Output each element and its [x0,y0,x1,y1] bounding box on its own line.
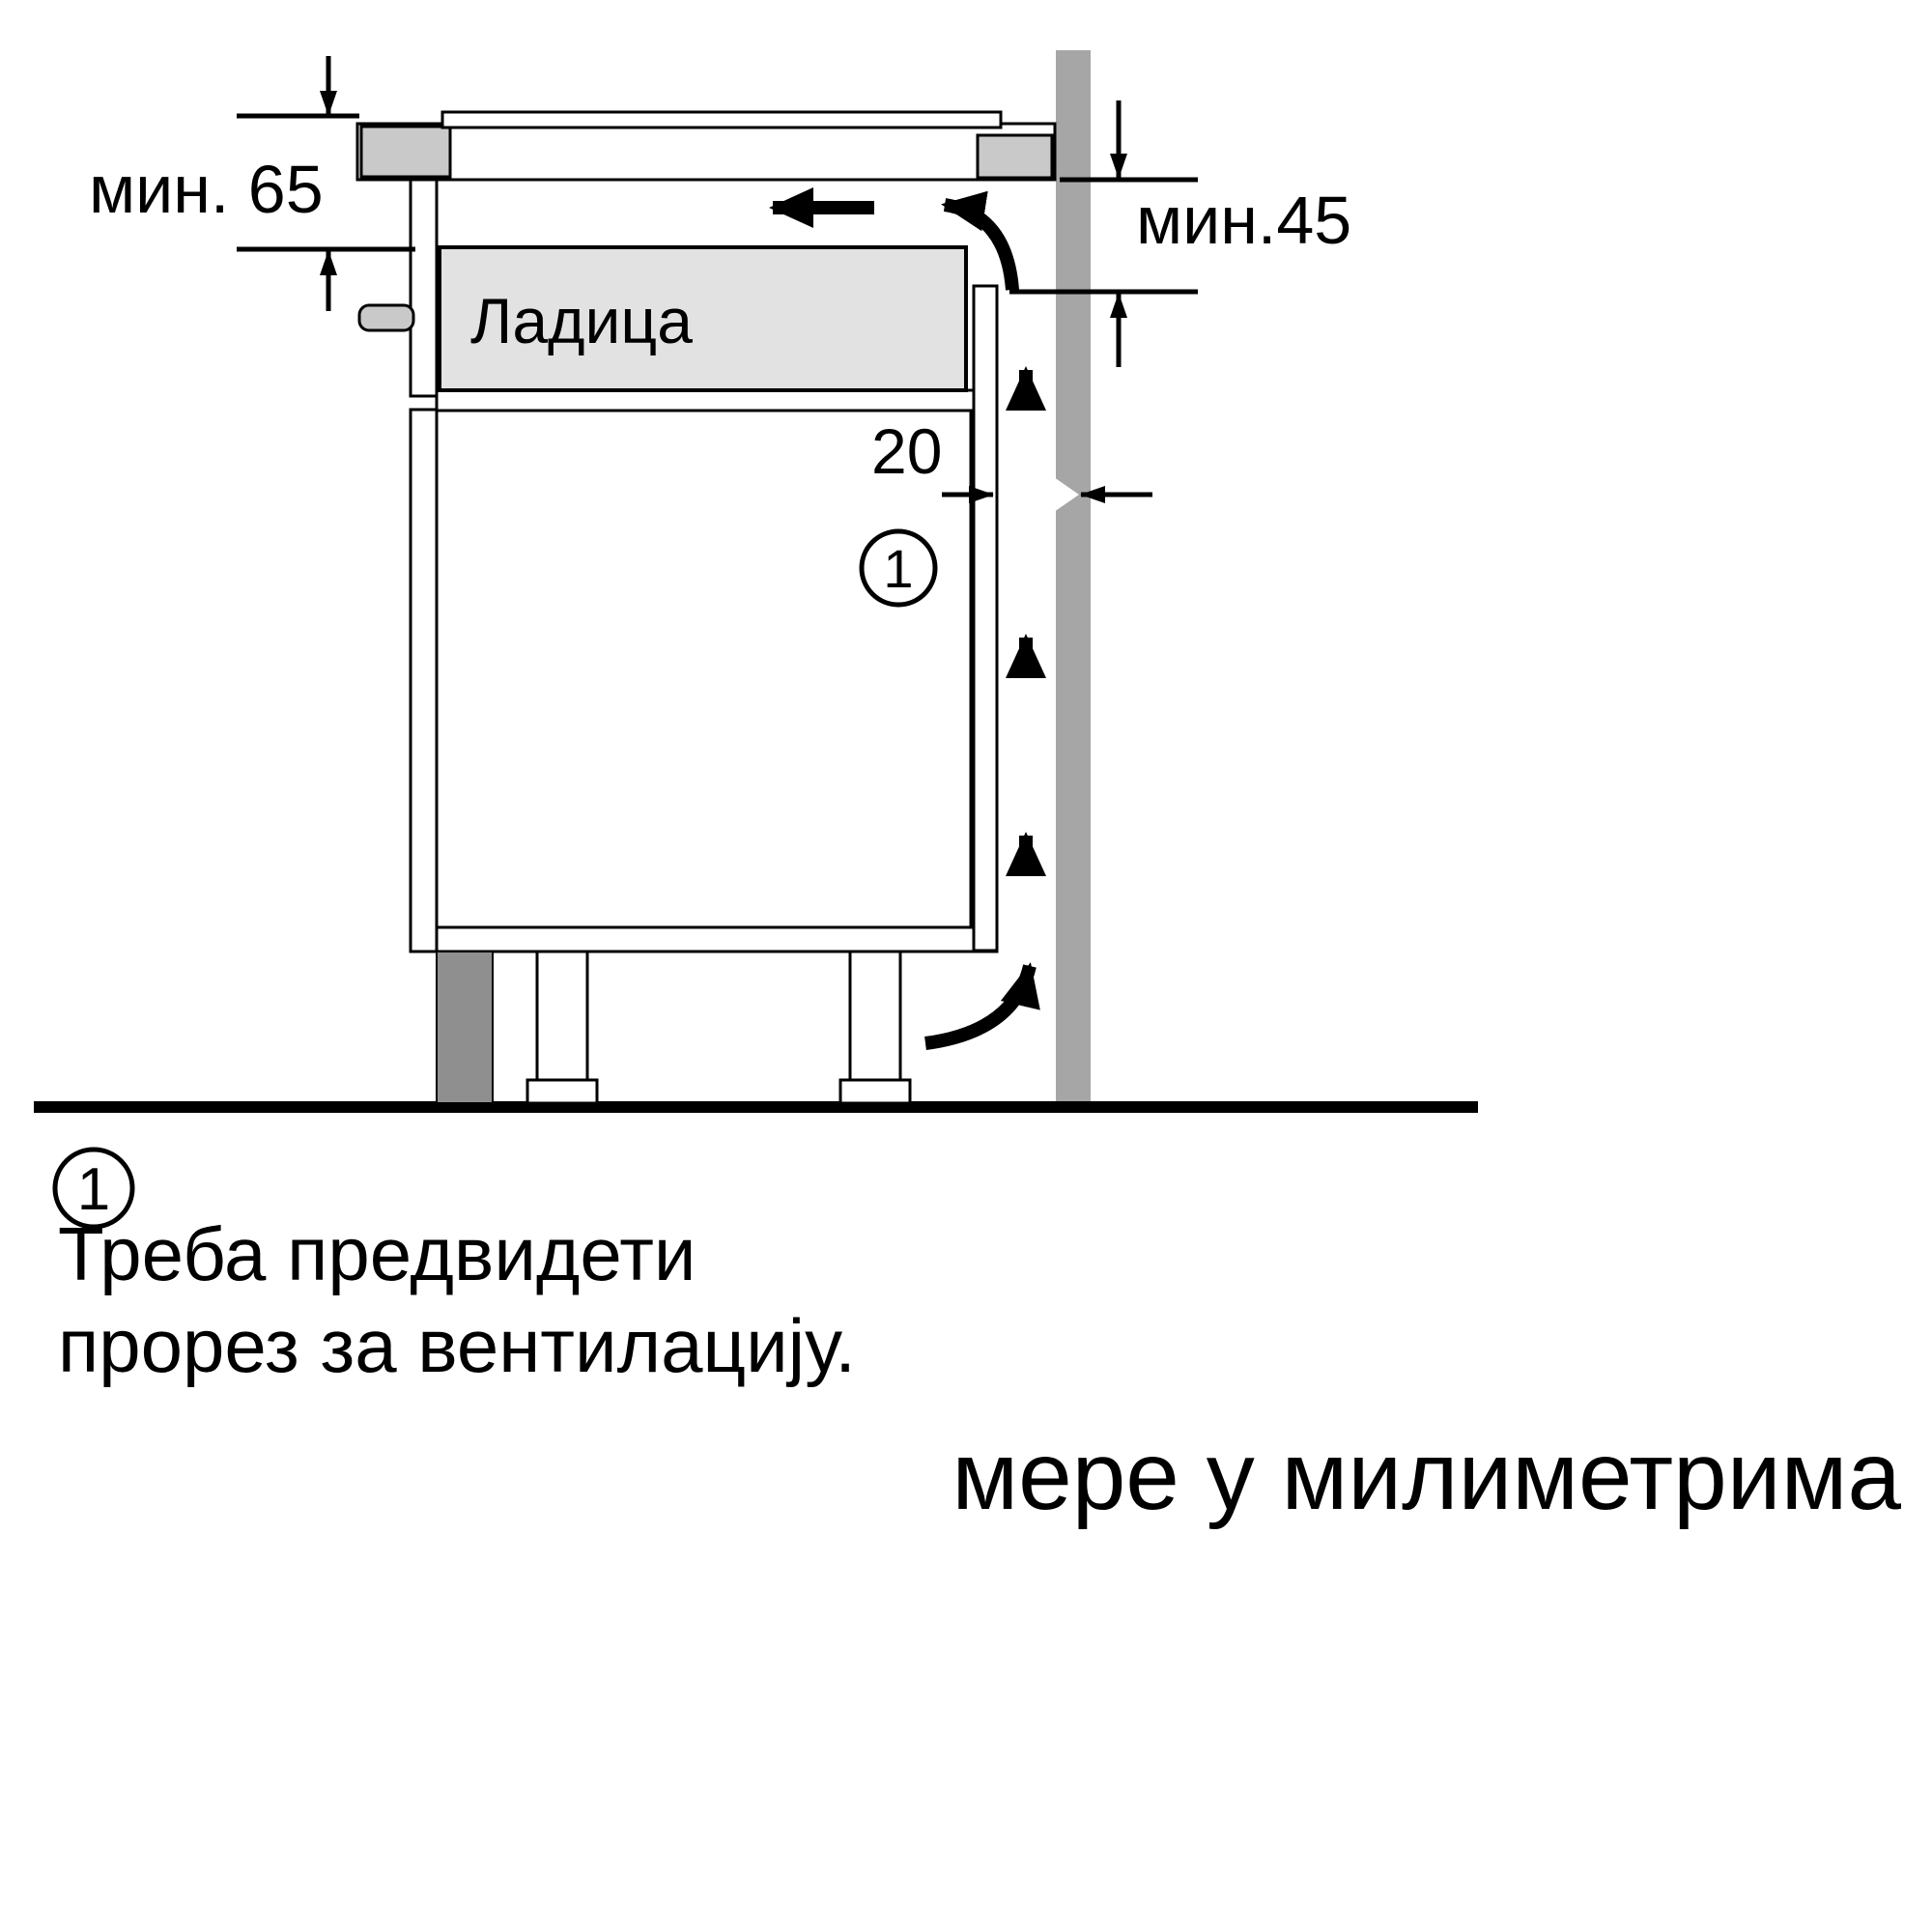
hob-glass-top [440,110,1003,129]
airflow-arrow-curve-bottom-icon [924,962,1040,1050]
dim-min65-label: мин. 65 [89,152,324,227]
drawer-box [438,245,968,392]
dim-gap20-label: 20 [871,415,942,487]
legs [526,950,912,1105]
footnote-line2: прорез за вентилацију. [58,1303,856,1388]
worktop [355,122,1057,182]
callout-1-number: 1 [883,538,913,599]
dim-min45-label: мин.45 [1136,183,1351,258]
rear-vent-channel-panel [972,284,999,952]
units-note: мере у милиметрима [952,1422,1901,1530]
dim-min-45: мин.45 [1009,100,1351,367]
worktop-hob [355,110,1057,182]
cabinet-inner [435,409,973,929]
footnotes: 1 Треба предвидети прорез за вентилацију… [52,1147,1901,1530]
drawer-label: Ладица [470,285,693,356]
callout-1: 1 [859,528,938,608]
dim-rear-gap-20: 20 [871,415,1152,512]
left-side-panel-upper [409,178,439,398]
footnote-callout-circle-icon [52,1147,135,1230]
dim-min-65: мин. 65 [89,56,415,311]
callout-1-circle-icon [859,528,938,608]
plinth-panel [436,951,494,1104]
airflow [769,187,1046,1050]
leg-right [848,950,902,1082]
drawer: Ладица [438,245,968,392]
leg-right-foot [838,1078,912,1105]
leg-left [535,950,589,1082]
hob-left-block [359,125,452,179]
wall [1056,50,1091,1107]
leg-left-foot [526,1078,599,1105]
hob-right-block [976,133,1054,180]
footnote-line1: Треба предвидети [58,1211,696,1296]
footnote-callout-number: 1 [77,1156,110,1223]
airflow-arrow-curve-top-icon [941,190,1019,291]
wall-notch [1054,477,1079,512]
junction-box [357,303,415,332]
cabinet [357,178,999,1104]
left-side-panel-lower [409,408,439,953]
